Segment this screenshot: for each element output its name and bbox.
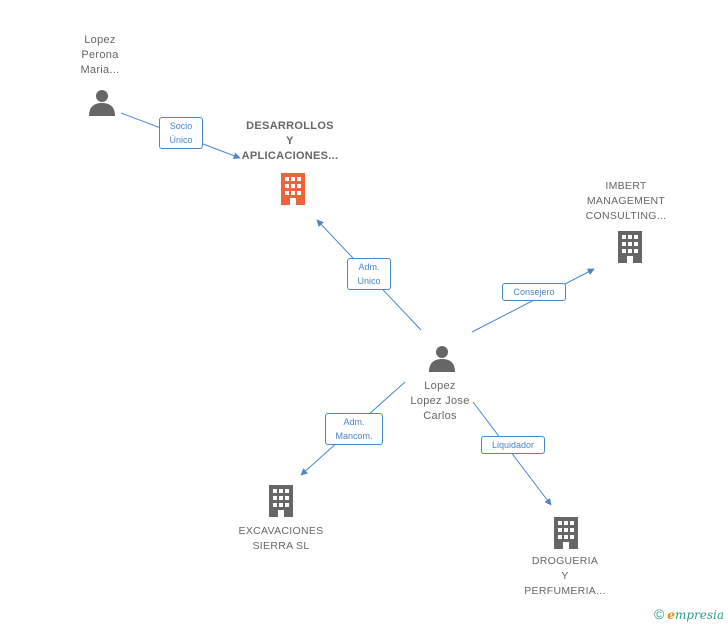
person-icon[interactable] [88,88,116,116]
brand-logo: empresia [667,608,724,622]
node-label-lopez-lopez[interactable]: Lopez Lopez Jose Carlos [410,380,470,422]
edge-label-adm-mancom[interactable]: Adm. Mancom. [325,413,383,445]
person-icon[interactable] [428,344,456,372]
edge-label-consejero[interactable]: Consejero [502,283,566,301]
node-label-imbert[interactable]: IMBERT MANAGEMENT CONSULTING... [585,180,667,222]
building-icon[interactable] [550,516,582,550]
copyright-icon: © [653,606,665,622]
node-label-drogueria[interactable]: DROGUERIA Y PERFUMERIA... [524,555,606,597]
node-label-desarrollos[interactable]: DESARROLLOS Y APLICACIONES... [241,120,339,162]
node-label-lopez-perona[interactable]: Lopez Perona Maria... [80,34,120,76]
footer-brand[interactable]: ©empresia [654,606,724,622]
edge-label-liquidador[interactable]: Liquidador [481,436,545,454]
building-icon[interactable] [614,230,646,264]
edge-label-adm-unico[interactable]: Adm. Unico [347,258,391,290]
node-label-excavaciones[interactable]: EXCAVACIONES SIERRA SL [238,525,324,552]
building-icon[interactable] [265,484,297,518]
edge-label-socio[interactable]: Socio Único [159,117,203,149]
building-icon[interactable] [277,172,309,206]
